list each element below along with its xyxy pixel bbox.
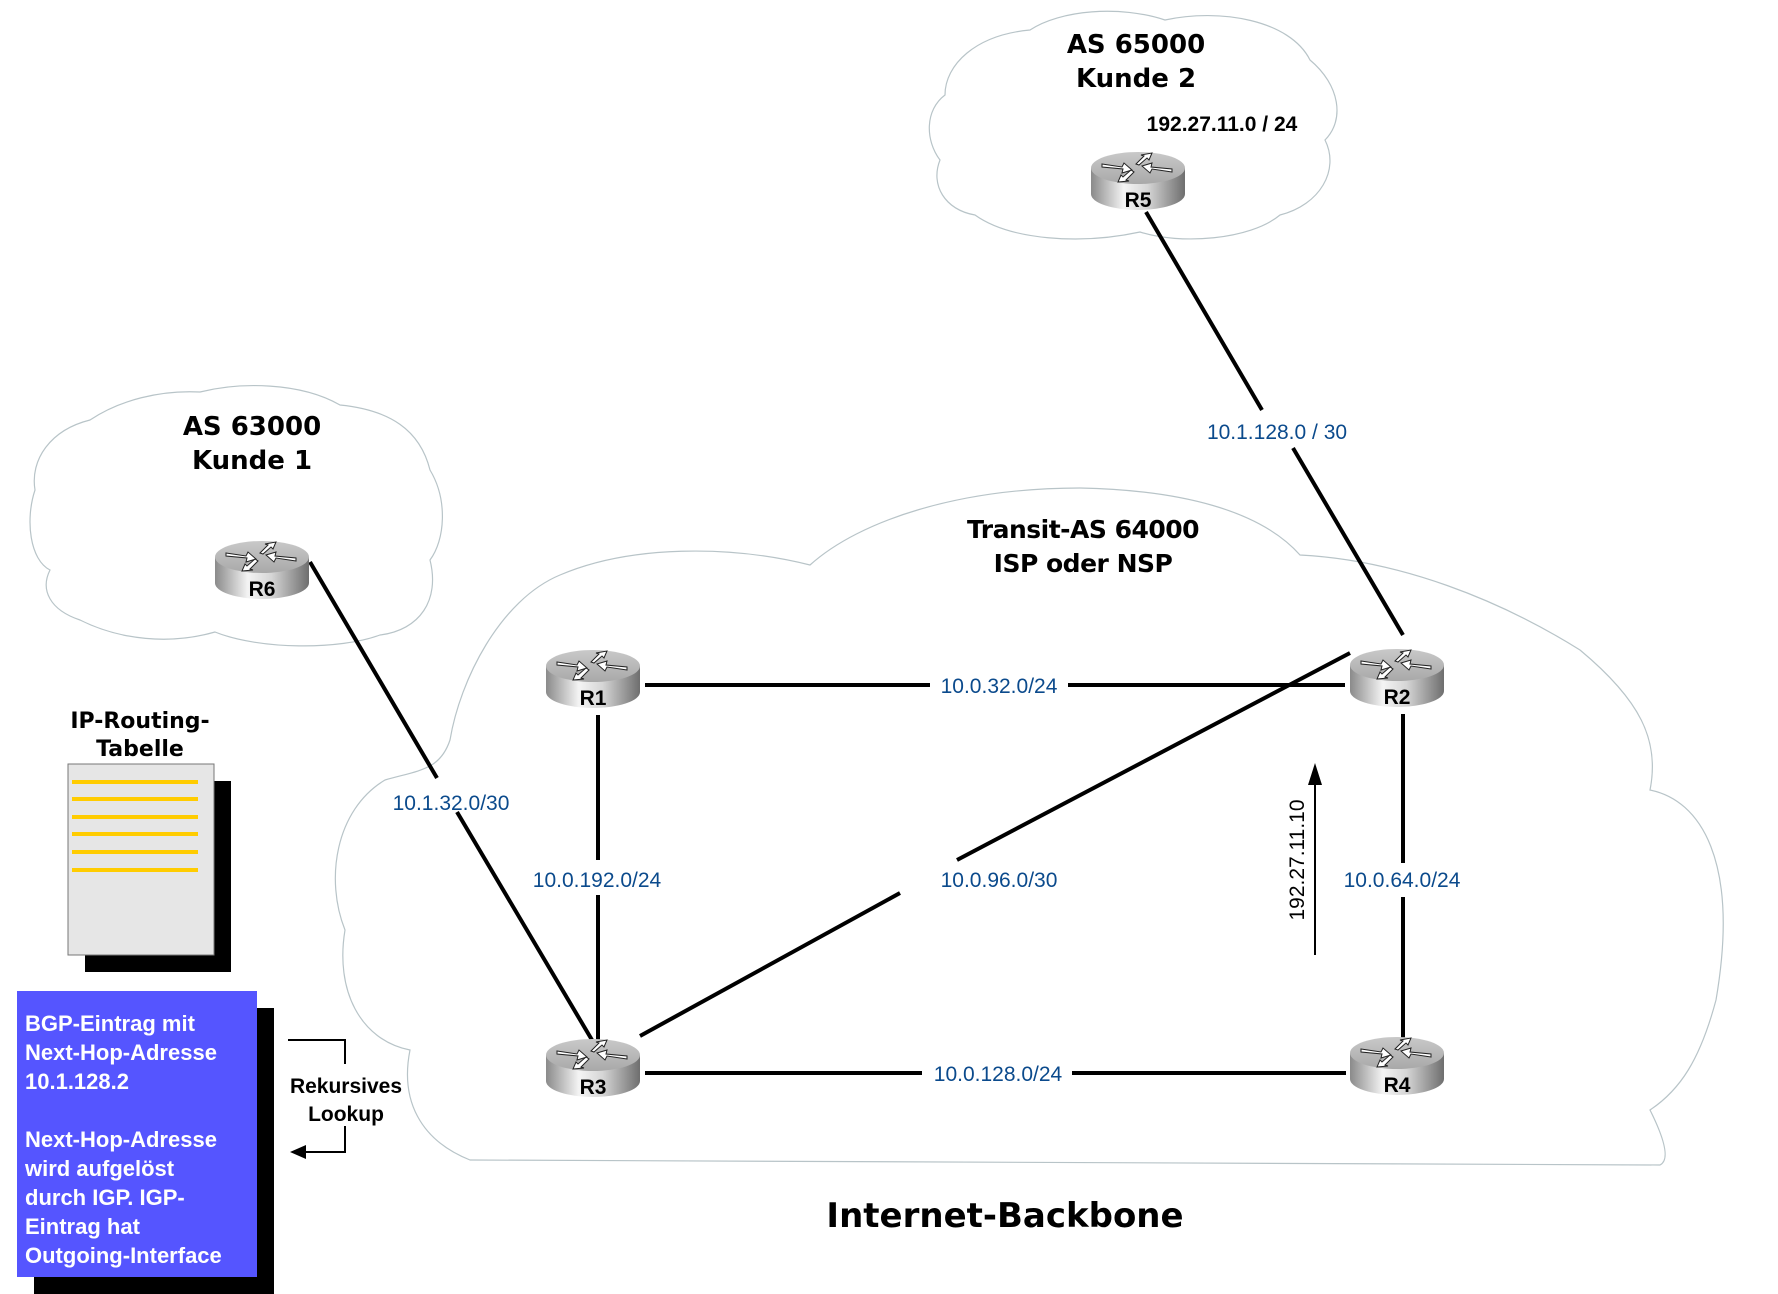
bgp-line: Next-Hop-Adresse — [25, 1040, 217, 1065]
transit-title-2: ISP oder NSP — [994, 549, 1173, 578]
router-label: R5 — [1125, 189, 1152, 212]
router-r2[interactable]: R2 — [1349, 648, 1445, 709]
destination-arrow: 192.27.11.10 — [1286, 763, 1322, 955]
bgp-line: wird aufgelöst — [24, 1156, 175, 1181]
kunde1-title-2: Kunde 1 — [192, 446, 312, 476]
router-label: R2 — [1384, 686, 1411, 709]
bgp-line: Next-Hop-Adresse — [25, 1127, 217, 1152]
link-label-r5-r2: 10.1.128.0 / 30 — [1207, 421, 1347, 444]
cloud-kunde2 — [928, 10, 1338, 240]
link-label-r1-r3: 10.0.192.0/24 — [533, 869, 662, 892]
lookup-label-2: Lookup — [308, 1103, 384, 1126]
routing-table-icon: IP-Routing- Tabelle — [67, 709, 231, 972]
router-label: R6 — [249, 578, 276, 601]
router-label: R4 — [1384, 1074, 1411, 1097]
router-r1[interactable]: R1 — [545, 649, 641, 710]
bgp-line: durch IGP. IGP- — [25, 1185, 185, 1210]
link-label-r3-r2: 10.0.96.0/30 — [941, 869, 1058, 892]
routing-table-title-2: Tabelle — [96, 737, 184, 762]
recursive-lookup-indicator: Rekursives Lookup — [288, 1039, 402, 1159]
lookup-label-1: Rekursives — [290, 1075, 402, 1098]
routing-table-title-1: IP-Routing- — [70, 709, 209, 734]
link-r3-r2 — [639, 891, 901, 1038]
link-r5-r2 — [1144, 210, 1264, 412]
kunde2-prefix: 192.27.11.0 / 24 — [1147, 113, 1298, 136]
router-label: R1 — [580, 687, 607, 710]
bgp-entry-box: BGP-Eintrag mit Next-Hop-Adresse 10.1.12… — [17, 991, 274, 1294]
bgp-line: BGP-Eintrag mit — [25, 1011, 196, 1036]
link-label-r2-r4: 10.0.64.0/24 — [1344, 869, 1461, 892]
router-r4[interactable]: R4 — [1349, 1036, 1445, 1097]
link-r6-r3 — [308, 560, 439, 780]
cloud-kunde1 — [29, 385, 443, 647]
arrow-left-icon — [290, 1145, 306, 1159]
kunde2-title-2: Kunde 2 — [1076, 64, 1196, 94]
destination-address-label: 192.27.11.10 — [1286, 799, 1309, 920]
kunde2-title-1: AS 65000 — [1067, 30, 1205, 60]
bgp-line: Outgoing-Interface — [25, 1243, 222, 1268]
internet-backbone-title: Internet-Backbone — [826, 1196, 1183, 1236]
bgp-line: Eintrag hat — [25, 1214, 141, 1239]
link-label-r3-r4: 10.0.128.0/24 — [934, 1063, 1063, 1086]
kunde1-title-1: AS 63000 — [183, 412, 321, 442]
router-r6[interactable]: R6 — [214, 540, 310, 601]
bgp-line: 10.1.128.2 — [25, 1069, 129, 1094]
router-label: R3 — [580, 1076, 607, 1099]
router-r5[interactable]: R5 — [1090, 151, 1186, 212]
router-r3[interactable]: R3 — [545, 1038, 641, 1099]
transit-title-1: Transit-AS 64000 — [967, 515, 1199, 544]
link-label-r1-r2: 10.0.32.0/24 — [941, 675, 1058, 698]
link-label-r6-r3: 10.1.32.0/30 — [393, 792, 510, 815]
